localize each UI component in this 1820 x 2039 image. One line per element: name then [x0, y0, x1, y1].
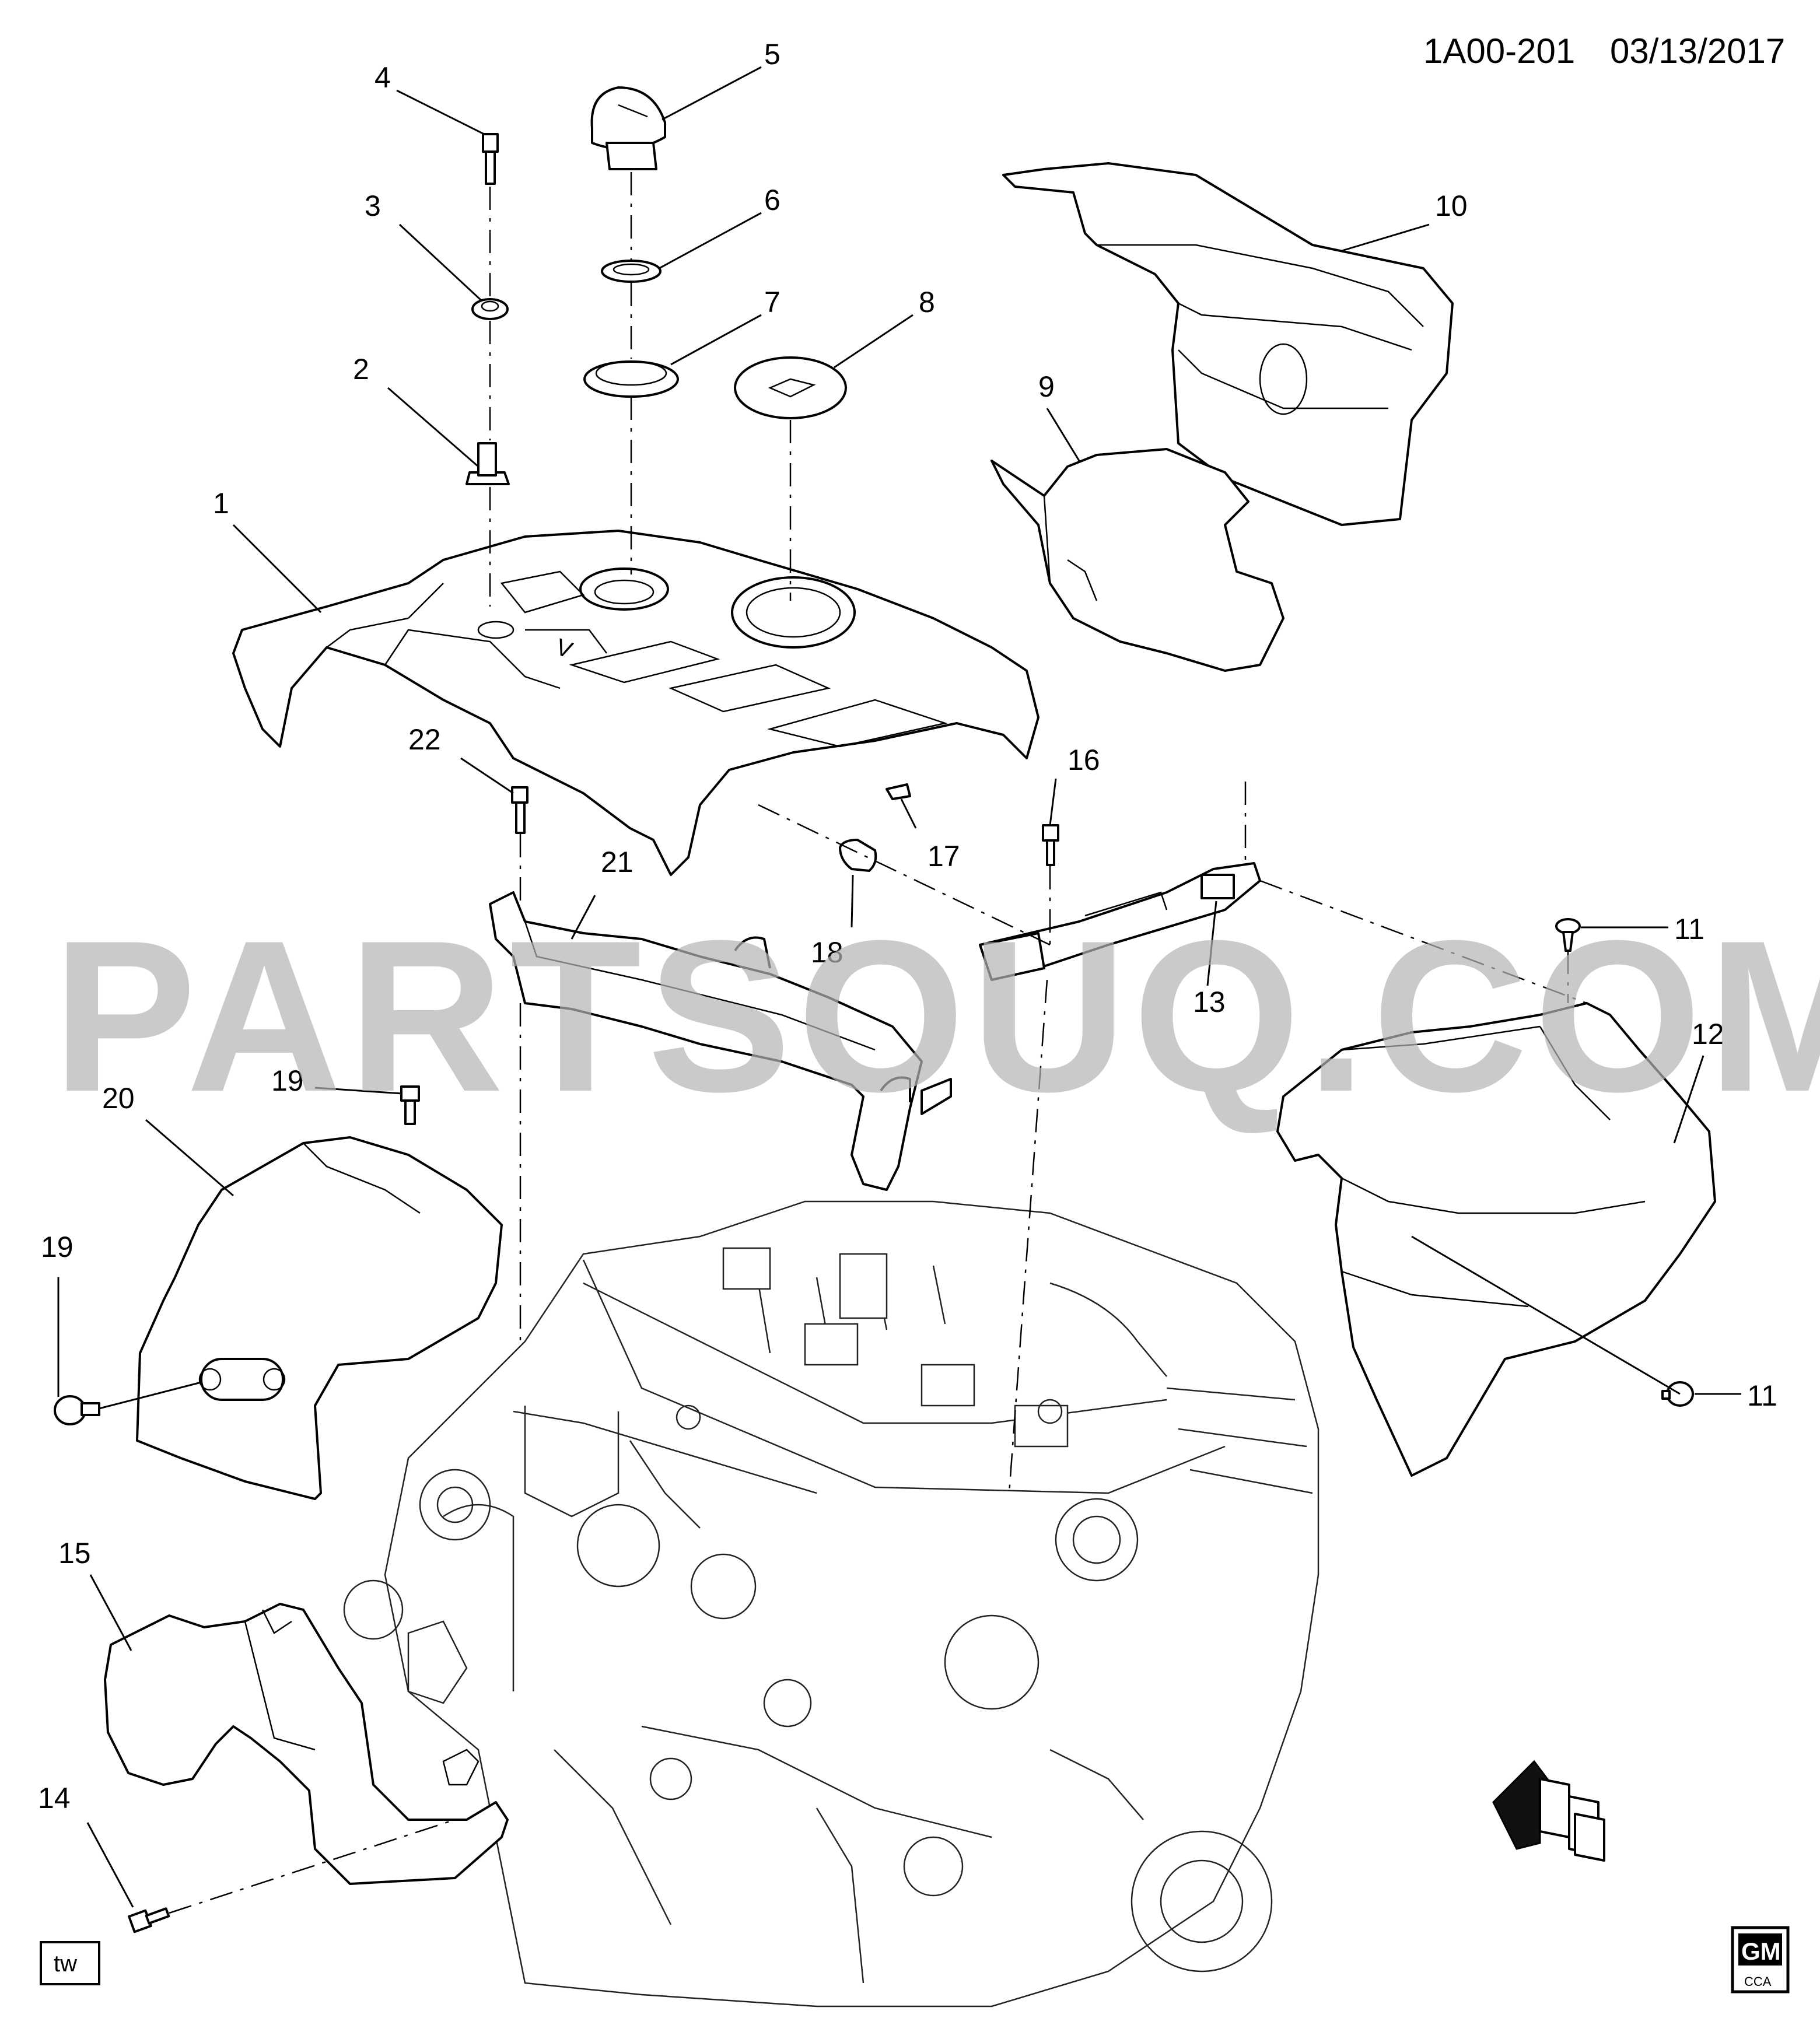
diagram-code: 1A00-201 — [1423, 31, 1575, 71]
spacer-part-16 — [839, 839, 877, 872]
emblem-part-8 — [734, 356, 847, 419]
seal-part-7 — [583, 360, 679, 398]
callout-16: 18 — [811, 936, 844, 969]
gm-logo-text: GM — [1741, 1938, 1781, 1965]
watermark: PARTSOUQ.COM — [52, 896, 1820, 1137]
callout-11-upper: 11 — [1674, 913, 1704, 945]
callout-13: 13 — [1193, 986, 1226, 1018]
pushpin-part-11-upper — [1555, 918, 1581, 952]
front-direction-arrow-icon — [1492, 1760, 1605, 1862]
callout-6: 6 — [764, 184, 780, 216]
leader-lines — [57, 66, 1741, 1908]
callout-22: 22 — [408, 723, 441, 756]
callout-14: 16 — [1068, 744, 1100, 776]
washer-part-3 — [471, 298, 509, 320]
shield-part-10 — [1002, 162, 1454, 526]
callout-20: 20 — [102, 1082, 135, 1115]
callout-5: 5 — [764, 38, 780, 71]
bolt-part-17 — [128, 1907, 170, 1933]
callout-11-lower: 11 — [1747, 1379, 1777, 1412]
callout-8: 8 — [919, 286, 935, 318]
bolt-part-14 — [1042, 824, 1059, 866]
clip-part-15 — [886, 783, 911, 800]
shield-part-9 — [991, 448, 1284, 672]
shield-part-20 — [136, 1136, 503, 1500]
callout-9: 9 — [1038, 370, 1055, 403]
corner-badge-text: tw — [54, 1951, 77, 1977]
callout-15: 17 — [928, 840, 960, 873]
callout-7: 7 — [764, 286, 780, 318]
callout-12: 12 — [1692, 1018, 1724, 1050]
engine-assembly — [343, 1200, 1320, 2008]
callout-19-upper: 19 — [271, 1064, 304, 1097]
shield-part-12 — [1276, 1002, 1716, 1477]
engine-cover: V — [232, 530, 1040, 876]
oil-filler-cap-part-5 — [590, 86, 666, 170]
assembly-lines — [169, 172, 1587, 1914]
corner-badge: tw — [40, 1941, 100, 1985]
callout-17: 14 — [38, 1782, 71, 1814]
shield-part-18 — [104, 1603, 509, 1885]
bolt-part-19-upper — [400, 1085, 420, 1125]
callout-21: 21 — [601, 846, 634, 878]
bolt-part-22 — [511, 786, 528, 834]
bracket-part-21 — [489, 891, 952, 1191]
bolt-part-19-lower — [54, 1395, 100, 1425]
grommet-part-2 — [466, 442, 510, 485]
callout-18: 15 — [58, 1537, 91, 1569]
gm-logo: GM CCA — [1731, 1926, 1790, 1994]
diagram-date: 03/13/2017 — [1610, 31, 1785, 71]
callout-10: 10 — [1435, 190, 1468, 222]
callout-labels: 4 3 2 5 6 7 8 9 10 1 22 16 17 21 18 13 1… — [38, 38, 1777, 1814]
callout-1: 1 — [213, 487, 229, 520]
callout-4: 4 — [374, 61, 391, 94]
callout-2: 2 — [353, 353, 369, 386]
seal-part-6 — [601, 260, 662, 283]
callout-3: 3 — [365, 190, 381, 222]
callout-19-lower: 19 — [41, 1231, 74, 1263]
gm-logo-subtext: CCA — [1744, 1974, 1772, 1989]
bolt-part-4 — [482, 133, 499, 185]
